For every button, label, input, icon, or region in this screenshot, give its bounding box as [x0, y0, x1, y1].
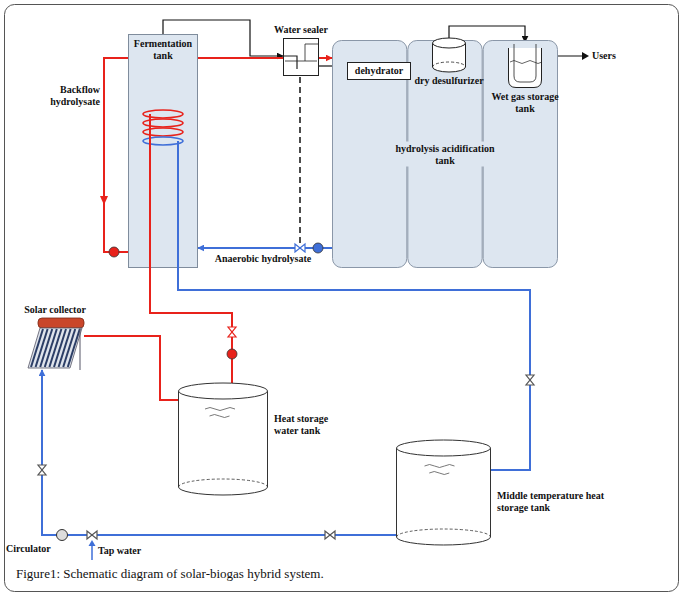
circulator-pump — [57, 530, 68, 541]
flow-arrow — [100, 196, 108, 205]
node-label: Wet gas storage tank — [489, 91, 561, 114]
node-label: dehydrator — [355, 65, 403, 77]
dashed-line — [299, 68, 301, 243]
node-label: Water sealer — [256, 24, 346, 36]
valve-symbol — [87, 531, 97, 539]
water-sealer-shape — [283, 38, 319, 76]
tap-water-label: Tap water — [98, 545, 141, 557]
middle-temperature-tank: Middle temperature heat storage tank — [396, 440, 491, 545]
pipe-connector — [198, 247, 332, 249]
pipe-connector — [150, 268, 232, 383]
valve-symbol — [228, 327, 236, 337]
flow-label: Backflow hydrolysate — [36, 84, 100, 107]
dehydrator-box: dehydrator — [347, 62, 411, 80]
node-label: Solar collector — [5, 304, 105, 316]
tap-line — [91, 545, 93, 560]
figure-border — [5, 5, 679, 592]
valve-symbol — [325, 531, 335, 539]
desulfurizer-shape — [432, 38, 466, 72]
pipe-connector — [84, 336, 178, 400]
node-label: Middle temperature heat storage tank — [497, 490, 607, 513]
pipe-connector — [42, 370, 396, 535]
fermentation-tank: Fermentation tank — [128, 34, 198, 268]
valve-symbol — [526, 375, 534, 385]
node-label: hydrolysis acidification tank — [393, 142, 497, 167]
flow-arrow — [582, 52, 589, 60]
flow-arrow — [89, 540, 96, 546]
solar-collector: Solar collector — [26, 318, 84, 370]
heat-storage-tank: Heat storage water tank — [178, 383, 268, 495]
figure-caption: Figure1: Schematic diagram of solar-biog… — [16, 566, 324, 582]
middle-temperature-tank-shape — [396, 440, 491, 545]
water-sealer: Water sealer — [283, 38, 319, 76]
users-label: Users — [592, 50, 616, 62]
gas-storage-tank: Wet gas storage tank — [508, 42, 542, 88]
valve-symbol — [38, 465, 46, 475]
pump-symbol — [227, 349, 237, 359]
pump-symbol — [109, 247, 119, 257]
solar-collector-shape — [26, 318, 84, 370]
valve-symbol — [295, 244, 305, 252]
node-label: Heat storage water tank — [274, 413, 354, 436]
flow-label: Anaerobic hydrolysate — [210, 253, 316, 265]
node-label: Fermentation tank — [130, 38, 196, 61]
pump-symbol — [313, 243, 323, 253]
fermentation-tank-shape — [128, 34, 198, 268]
heat-storage-tank-shape — [178, 383, 268, 495]
node-label: dry desulfurizer — [404, 75, 494, 87]
gas-storage-tank-shape — [508, 42, 542, 88]
desulfurizer: dry desulfurizer — [432, 38, 466, 72]
circulator-label: Circulator — [6, 543, 51, 555]
backflow-pipe — [104, 58, 128, 252]
